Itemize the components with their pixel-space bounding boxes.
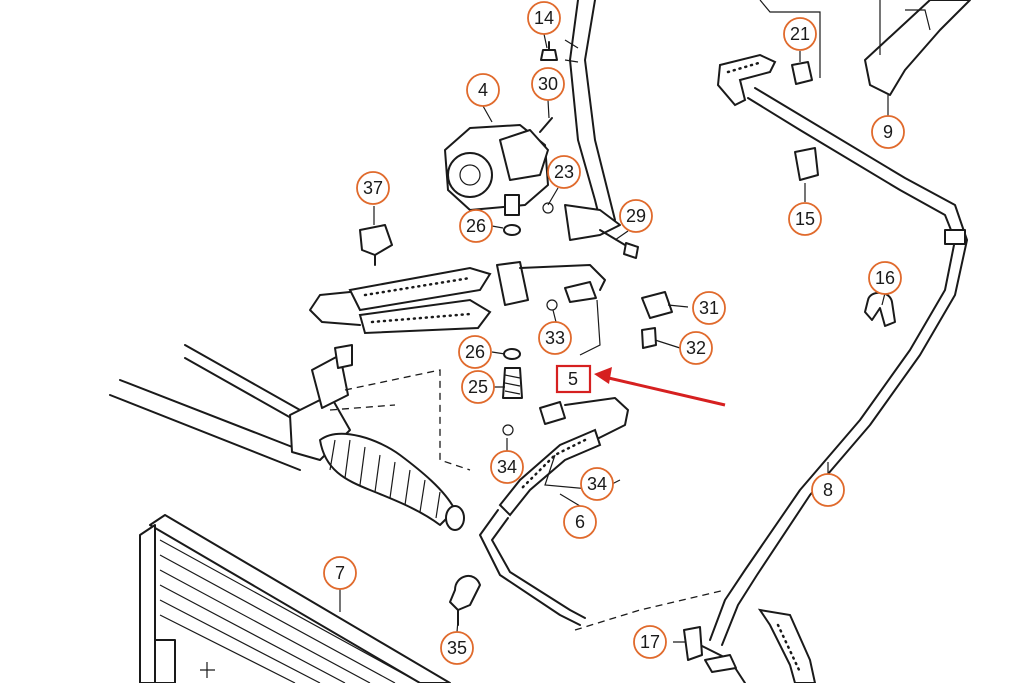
callout-ring [490,450,524,484]
callout-15: 15 [788,202,822,236]
pressure-hose-5 [309,202,606,399]
return-hose-upper [564,0,639,259]
highlight-label: 5 [568,369,578,389]
callout-25: 25 [461,370,495,404]
callout-label: 35 [447,638,467,658]
callout-label: 7 [335,563,345,583]
callout-ring [547,155,581,189]
callout-29: 29 [619,199,653,233]
callout-34: 34 [580,467,614,501]
small-parts [359,0,971,661]
callout-ring [580,467,614,501]
callout-6: 6 [563,505,597,539]
highlight-callout: 5 [555,364,592,394]
callout-label: 37 [363,178,383,198]
callout-ring [633,625,667,659]
hose-8 [574,53,968,683]
callout-label: 17 [640,632,660,652]
callout-ring [323,556,357,590]
callout-label: 8 [823,480,833,500]
highlight-box [555,364,592,394]
callout-ring [356,171,390,205]
callout-33: 33 [538,321,572,355]
assembly-outline [329,369,471,471]
cooler [139,514,451,683]
callout-30: 30 [531,67,565,101]
callout-label: 30 [538,74,558,94]
callout-14: 14 [527,1,561,35]
callout-34: 34 [490,450,524,484]
callout-ring [459,209,493,243]
callout-label: 34 [497,457,517,477]
callout-ring [871,115,905,149]
callout-ring [619,199,653,233]
callout-label: 34 [587,474,607,494]
callout-ring [783,17,817,51]
callout-32: 32 [679,331,713,365]
callout-label: 6 [575,512,585,532]
callout-ring [538,321,572,355]
callout-7: 7 [323,556,357,590]
highlight-arrow [594,367,726,407]
callout-17: 17 [633,625,667,659]
callout-37: 37 [356,171,390,205]
power-steering-pump [444,41,558,216]
callout-label: 9 [883,122,893,142]
callout-35: 35 [440,631,474,665]
callout-16: 16 [868,261,902,295]
callout-label: 26 [466,216,486,236]
callout-21: 21 [783,17,817,51]
callout-ring [466,73,500,107]
callout-26: 26 [459,209,493,243]
callout-label: 31 [699,298,719,318]
callout-23: 23 [547,155,581,189]
callout-label: 23 [554,162,574,182]
callout-label: 14 [534,8,554,28]
callout-ring [458,335,492,369]
callout-label: 4 [478,80,488,100]
callout-ring [868,261,902,295]
callout-9: 9 [871,115,905,149]
callout-ring [440,631,474,665]
hose-6 [479,397,629,626]
callout-ring [527,1,561,35]
steering-rack [109,344,465,531]
callout-ring [679,331,713,365]
callout-ring [563,505,597,539]
callout-label: 32 [686,338,706,358]
callout-label: 16 [875,268,895,288]
callout-4: 4 [466,73,500,107]
callout-ring [788,202,822,236]
callout-31: 31 [692,291,726,325]
leader-lines [339,33,889,643]
callout-label: 33 [545,328,565,348]
callout-26: 26 [458,335,492,369]
callout-label: 25 [468,377,488,397]
callout-8: 8 [811,473,845,507]
callout-label: 29 [626,206,646,226]
callout-ring [692,291,726,325]
callout-label: 15 [795,209,815,229]
callout-label: 26 [465,342,485,362]
callout-ring [461,370,495,404]
callout-ring [531,67,565,101]
callout-label: 21 [790,24,810,44]
callout-ring [811,473,845,507]
